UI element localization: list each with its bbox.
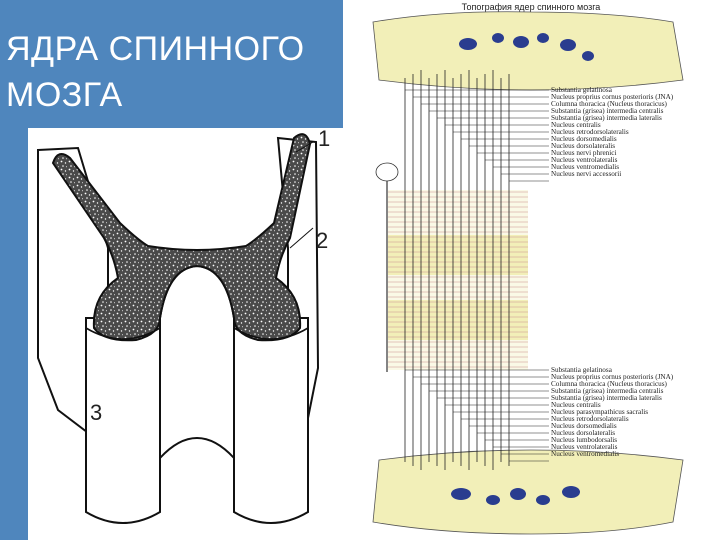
lower-label: Nucleus dorsomedialis: [551, 422, 617, 430]
columns-svg: 1 2 3: [37, 126, 330, 524]
title-line-2: МОЗГА: [6, 76, 123, 114]
lower-label: Substantia gelatinosa: [551, 366, 613, 374]
title-line-1: ЯДРА СПИННОГО: [6, 30, 305, 68]
upper-label: Nucleus ventromedialis: [551, 163, 619, 171]
upper-nucleus: [582, 51, 594, 61]
upper-nucleus: [513, 36, 529, 48]
lower-nucleus: [510, 488, 526, 500]
figure-label-3: 3: [90, 400, 102, 425]
slide-title: ЯДРА СПИННОГО МОЗГА: [6, 26, 305, 118]
brain-sketch: [375, 162, 399, 182]
lower-label: Columna thoracica (Nucleus thoracicus): [551, 380, 668, 388]
upper-label: Nucleus centralis: [551, 121, 601, 129]
figure-label-2: 2: [316, 228, 328, 253]
upper-label: Substantia gelatinosa: [551, 86, 613, 94]
upper-nucleus: [492, 33, 504, 43]
lower-label-list: Substantia gelatinosa Nucleus proprius c…: [551, 366, 674, 458]
nucleus-columns: [404, 70, 549, 470]
spinal-cord-columns-illustration: 1 2 3: [28, 126, 343, 540]
upper-label-list: Substantia gelatinosa Nucleus proprius c…: [551, 86, 674, 178]
lower-label: Substantia (grisea) intermedia centralis: [551, 387, 664, 395]
upper-nucleus: [537, 33, 549, 43]
upper-label: Nucleus ventrolateralis: [551, 156, 618, 164]
lower-label: Nucleus centralis: [551, 401, 601, 409]
lower-label: Substantia (grisea) intermedia lateralis: [551, 394, 662, 402]
upper-label: Columna thoracica (Nucleus thoracicus): [551, 100, 668, 108]
topography-svg: Топография ядер спинного мозга Substanti…: [372, 2, 684, 535]
lower-label: Nucleus parasympathicus sacralis: [551, 408, 648, 416]
upper-label: Nucleus dorsomedialis: [551, 135, 617, 143]
lower-label: Nucleus proprius cornus posterioris (JNA…: [551, 373, 674, 381]
segment-lines: [388, 191, 528, 368]
upper-nucleus: [459, 38, 477, 50]
column-left: [85, 317, 161, 524]
lower-nucleus: [536, 495, 550, 505]
figure-label-1: 1: [318, 128, 330, 151]
upper-label: Nucleus retrodorsolateralis: [551, 128, 629, 136]
upper-label: Substantia (grisea) intermedia centralis: [551, 107, 664, 115]
lower-label: Nucleus retrodorsolateralis: [551, 415, 629, 423]
lower-nucleus: [451, 488, 471, 500]
lower-cross-section: [372, 449, 684, 535]
upper-cross-section: [372, 11, 684, 91]
column-junction: [159, 437, 235, 459]
lower-nucleus: [486, 495, 500, 505]
upper-label: Nucleus dorsolateralis: [551, 142, 615, 150]
lower-label: Nucleus ventromedialis: [551, 450, 619, 458]
upper-label: Nucleus proprius cornus posterioris (JNA…: [551, 93, 674, 101]
column-top-right: [233, 327, 309, 340]
lower-label: Nucleus dorsolateralis: [551, 429, 615, 437]
leader-1: [295, 141, 314, 153]
topography-title: Топография ядер спинного мозга: [462, 2, 601, 12]
upper-label: Nucleus nervi accessorii: [551, 170, 621, 178]
column-top-left: [85, 327, 161, 340]
upper-label: Nucleus nervi phrenici: [551, 149, 616, 157]
lower-label: Nucleus lumbodorsalis: [551, 436, 617, 444]
lower-nucleus: [562, 486, 580, 498]
leader-2: [289, 227, 314, 249]
lower-label: Nucleus ventrolateralis: [551, 443, 618, 451]
nuclei-topography-illustration: Топография ядер спинного мозга Substanti…: [343, 0, 720, 540]
column-right: [233, 317, 309, 524]
upper-nucleus: [560, 39, 576, 51]
segment-band-highlight: [388, 300, 528, 340]
segment-band-highlight: [388, 235, 528, 275]
upper-label: Substantia (grisea) intermedia lateralis: [551, 114, 662, 122]
